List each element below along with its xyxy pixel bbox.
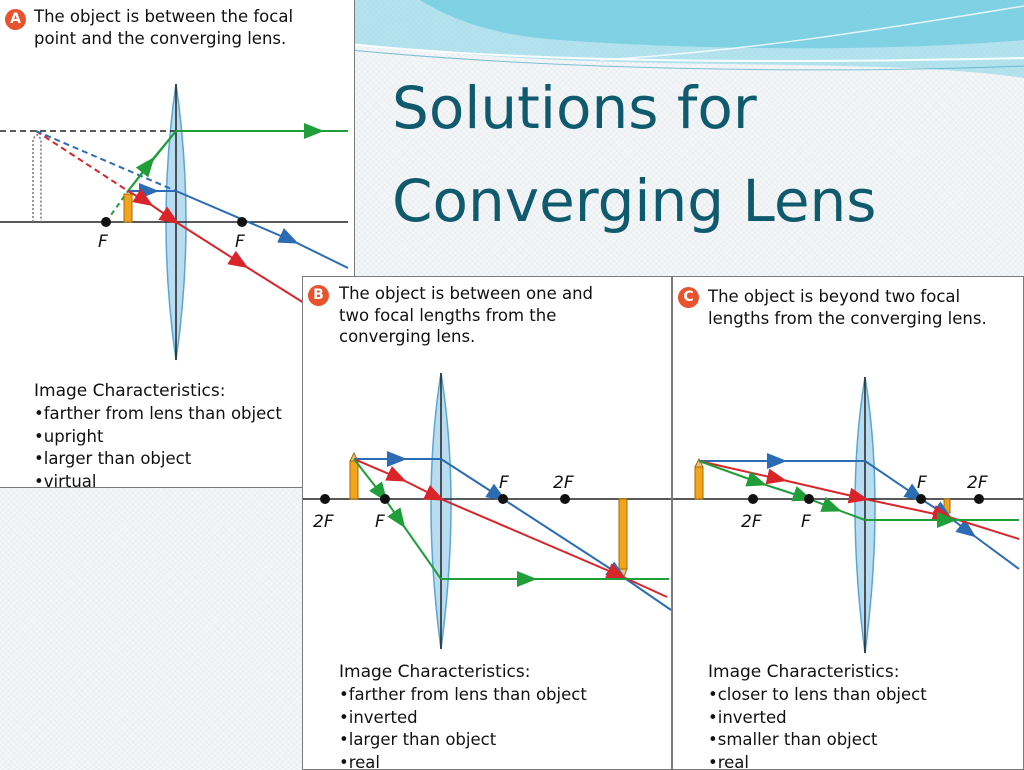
image-characteristics-b: Image Characteristics: farther from lens… (339, 661, 587, 770)
description-b-line-3: converging lens. (339, 327, 475, 346)
image-pencil-c (944, 499, 950, 513)
characteristic-item: virtual (34, 471, 282, 489)
description-a-line-2: point and the converging lens. (34, 29, 286, 48)
object-pencil-b (350, 461, 358, 499)
slide-title: Solutions for Converging Lens (392, 62, 1012, 248)
image-characteristics-a: Image Characteristics: farther from lens… (34, 380, 282, 488)
characteristic-item: real (339, 752, 587, 770)
description-c-line-1: The object is beyond two focal (708, 287, 960, 306)
characteristic-item: larger than object (34, 448, 282, 471)
focal-label-2f-right-b: 2F (553, 473, 574, 493)
characteristic-item: smaller than object (708, 729, 927, 752)
badge-a: A (5, 9, 26, 30)
focal-label-f-left-b: F (375, 512, 385, 532)
focal-label-f-right-c: F (917, 473, 927, 493)
characteristic-item: inverted (708, 707, 927, 730)
characteristic-item: inverted (339, 707, 587, 730)
badge-c: C (678, 287, 699, 308)
panel-c-object-beyond-2f: 2F F F 2F C The object is beyond two foc… (672, 276, 1024, 770)
characteristic-item: farther from lens than object (339, 684, 587, 707)
characteristic-item: farther from lens than object (34, 403, 282, 426)
description-b-line-2: two focal lengths from the (339, 306, 556, 325)
description-b: The object is between one and two focal … (339, 283, 593, 348)
image-pencil-b (619, 499, 627, 569)
characteristic-item: larger than object (339, 729, 587, 752)
focal-label-2f-left-b: 2F (313, 512, 334, 532)
focal-label-2f-left-c: 2F (741, 512, 762, 532)
image-characteristics-c: Image Characteristics: closer to lens th… (708, 661, 927, 770)
virtual-image-a (33, 135, 41, 222)
characteristics-heading-a: Image Characteristics: (34, 380, 282, 403)
characteristic-item: closer to lens than object (708, 684, 927, 707)
slide-title-line-2: Converging Lens (392, 167, 876, 235)
focal-label-2f-right-c: 2F (967, 473, 988, 493)
description-b-line-1: The object is between one and (339, 284, 593, 303)
characteristic-item: upright (34, 426, 282, 449)
description-c-line-2: lengths from the converging lens. (708, 309, 987, 328)
panel-b-object-between-f-and-2f: 2F F F 2F B The object is between one an… (302, 276, 672, 770)
characteristics-heading-b: Image Characteristics: (339, 661, 587, 684)
description-a: The object is between the focal point an… (34, 6, 293, 49)
characteristic-item: real (708, 752, 927, 770)
badge-b: B (308, 285, 329, 306)
slide-title-line-1: Solutions for (392, 74, 757, 142)
object-pencil-c (695, 467, 703, 499)
description-c: The object is beyond two focal lengths f… (708, 286, 987, 329)
description-a-line-1: The object is between the focal (34, 7, 293, 26)
focal-label-f-left-c: F (801, 512, 811, 532)
object-pencil-a (124, 194, 132, 222)
characteristics-heading-c: Image Characteristics: (708, 661, 927, 684)
focal-label-f-right-b: F (499, 473, 509, 493)
